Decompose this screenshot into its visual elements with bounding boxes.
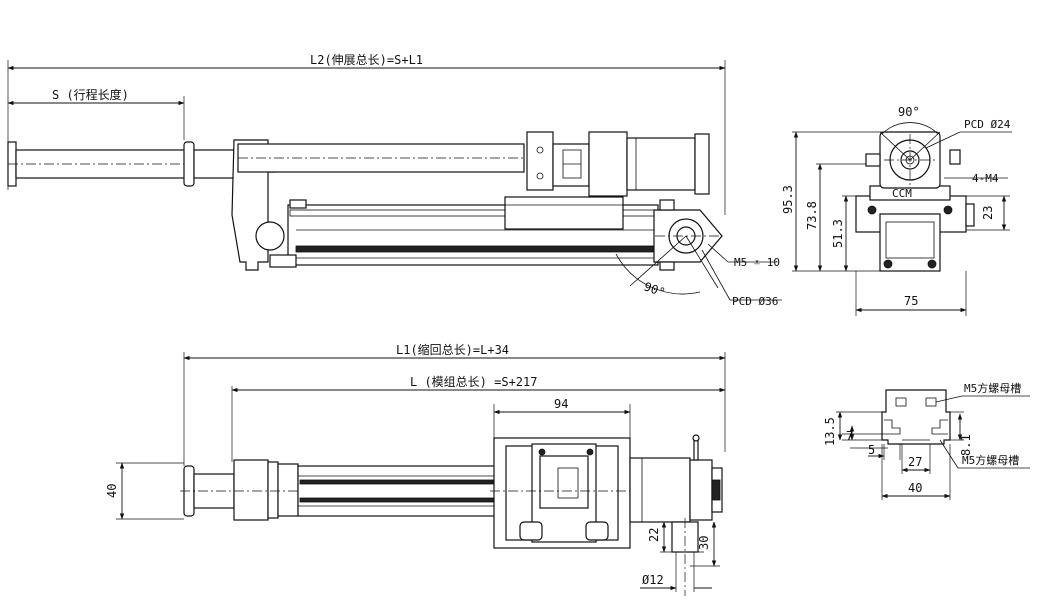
- profile-7-label: 7: [846, 429, 853, 443]
- m5-depth-label: M5 ⩡ 10: [734, 256, 780, 269]
- side-angle-label: 90°: [642, 279, 667, 300]
- profile-27-label: 27: [908, 455, 922, 469]
- width-94-label: 94: [554, 397, 568, 411]
- profile-40-label: 40: [908, 481, 922, 495]
- dim-30-label: 30: [697, 536, 711, 550]
- dia-12-label: Ø12: [642, 573, 664, 587]
- profile-8-1-label: 8.1: [959, 434, 973, 456]
- profile-13-5-label: 13.5: [823, 417, 837, 446]
- profile-section: 13.5 7 5 27 40 8.1 M5方螺母槽 M5方螺母槽: [823, 381, 1030, 500]
- l2-label: L2(伸展总长)=S+L1: [310, 53, 423, 67]
- width-75-label: 75: [904, 294, 918, 308]
- nut-slot-top-label: M5方螺母槽: [964, 381, 1021, 395]
- pcd24-label: PCD Ø24: [964, 118, 1011, 131]
- side-view: L2(伸展总长)=S+L1 S (行程长度): [7, 53, 782, 308]
- height-51-3-label: 51.3: [831, 219, 845, 248]
- nut-slot-bottom-label: M5方螺母槽: [962, 453, 1019, 467]
- m4-label: 4-M4: [972, 172, 999, 185]
- height-73-8-label: 73.8: [805, 201, 819, 230]
- end-view: 95.3 73.8 51.3 23 75 CCM: [781, 105, 1012, 316]
- dim-22-label: 22: [647, 528, 661, 542]
- height-95-3-label: 95.3: [781, 185, 795, 214]
- s-label: S (行程长度): [52, 87, 129, 102]
- l1-label: L1(缩回总长)=L+34: [396, 342, 509, 357]
- pcd36-label: PCD Ø36: [732, 295, 778, 308]
- top-view: L1(缩回总长)=L+34 L (模组总长) =S+217 94 40: [105, 342, 726, 596]
- profile-5-label: 5: [868, 443, 875, 457]
- svg-text:CCM: CCM: [892, 187, 912, 200]
- height-40-label: 40: [105, 484, 119, 498]
- height-23-label: 23: [981, 206, 995, 220]
- l-label: L (模组总长) =S+217: [410, 375, 537, 389]
- top-angle-label: 90°: [898, 105, 920, 119]
